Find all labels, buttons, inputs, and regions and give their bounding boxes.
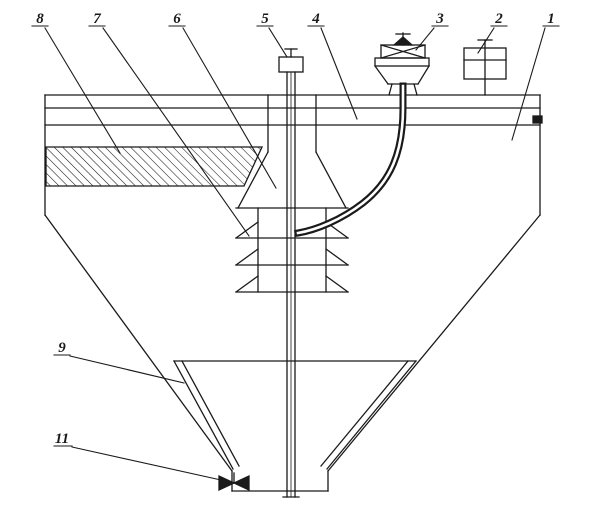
funnel-left (237, 151, 269, 209)
funnel-right (315, 151, 347, 209)
motor-skirt-left (374, 65, 389, 85)
cone-right-wall (327, 214, 541, 472)
part-label-11: 11 (55, 431, 69, 447)
part-label-5: 5 (261, 11, 269, 27)
leader-7 (102, 27, 250, 237)
inner-cone-left-inner (181, 360, 240, 467)
label-underlines (31, 25, 560, 447)
motor-top-cone (392, 36, 414, 46)
leader-8 (44, 27, 121, 154)
motor-flange (374, 57, 430, 67)
hatched-media-layer (45, 146, 264, 187)
leader-lines (44, 27, 546, 481)
inner-cone-right-outer (326, 360, 417, 470)
valve-right-wedge (232, 474, 250, 492)
inner-cone (173, 360, 417, 470)
leader-11 (71, 446, 222, 481)
part-label-7: 7 (93, 11, 101, 27)
feed-box (463, 39, 507, 96)
leader-6 (182, 27, 277, 189)
curved-feed-pipe (293, 82, 407, 238)
leader-1 (511, 27, 546, 141)
baffle-row-3 (235, 275, 349, 293)
part-label-2: 2 (494, 11, 503, 27)
part-label-3: 3 (435, 11, 444, 27)
leader-4 (320, 27, 358, 120)
leader-9 (69, 355, 185, 384)
inner-cone-right-inner (320, 360, 409, 467)
cone-left-wall (44, 214, 233, 472)
shaft-top-cap (278, 56, 304, 73)
wall-fitting-block (532, 115, 543, 124)
motor-leg-right (413, 83, 418, 96)
leader-3 (415, 27, 435, 51)
motor-leg-left (388, 83, 393, 96)
leader-5 (268, 27, 288, 58)
part-label-8: 8 (36, 11, 44, 27)
tank-outline (44, 94, 543, 492)
discharge-valve (218, 472, 250, 492)
inner-cone-left-outer (173, 360, 234, 470)
baffle-row-2 (235, 248, 349, 266)
part-label-4: 4 (311, 11, 320, 27)
pipe-bore (296, 84, 405, 235)
part-labels: 8 7 6 5 4 3 2 1 9 11 (36, 11, 555, 447)
part-label-9: 9 (58, 340, 66, 356)
part-label-6: 6 (173, 11, 181, 27)
part-label-1: 1 (547, 11, 555, 27)
motor-skirt-right (417, 65, 430, 85)
central-shaft (278, 48, 304, 498)
hatch-fill (45, 146, 264, 187)
feedwell-assembly (235, 94, 349, 293)
leader-2 (477, 27, 495, 54)
valve-left-wedge (218, 474, 236, 492)
